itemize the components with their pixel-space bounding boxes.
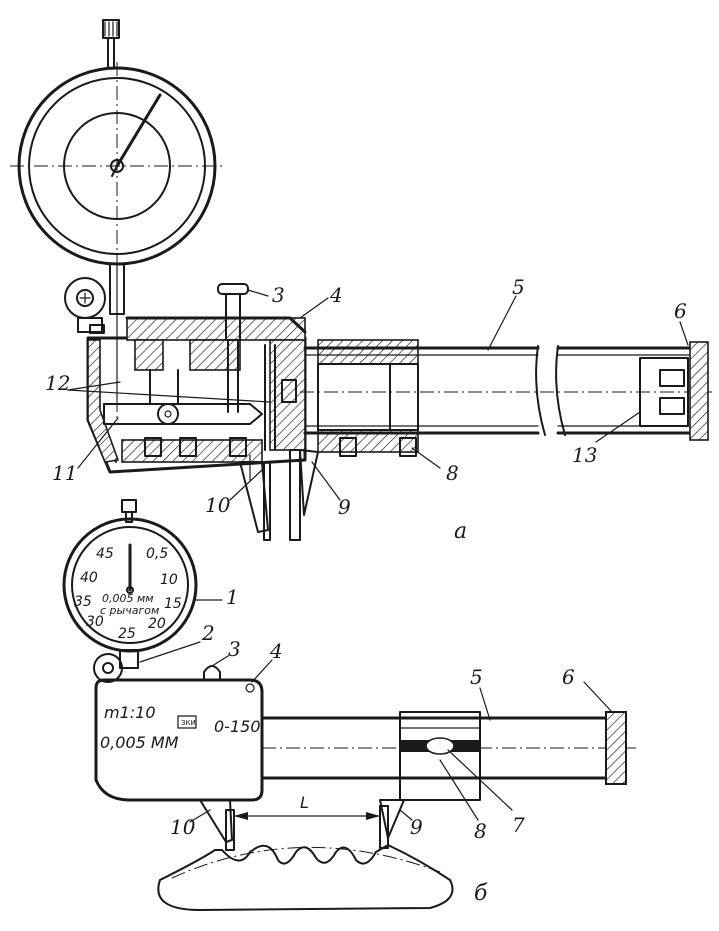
- dial-caption-division: 0,005 мм: [102, 592, 154, 605]
- callout-2-bottom: 2: [201, 621, 215, 645]
- dial-number-10: 10: [160, 572, 178, 588]
- dial-number-35: 35: [74, 594, 92, 610]
- callout-4-top: 4: [329, 283, 343, 307]
- callout-13-top: 13: [572, 443, 597, 467]
- callout-6-top: 6: [674, 299, 687, 323]
- callout-7-bottom: 7: [512, 813, 525, 837]
- dial-number-40: 40: [80, 570, 98, 586]
- callout-9-top: 9: [338, 495, 351, 519]
- dial-number-30: 30: [86, 614, 104, 630]
- dial-number-45: 45: [96, 546, 114, 562]
- measuring-jaws-top: [239, 449, 319, 541]
- callout-8-top: 8: [446, 461, 459, 485]
- jaws-bottom: [199, 799, 405, 851]
- exterior-view-b: 45 0,5 40 10 35 15 30 20 25 0,005 мм с р…: [62, 499, 640, 911]
- dial-caption-lever: с рычагом: [100, 604, 159, 617]
- view-label-a: а: [454, 519, 467, 544]
- callout-1-bottom: 1: [226, 585, 239, 609]
- dial-indicator-top: [10, 19, 225, 420]
- callout-11-top: 11: [52, 461, 77, 485]
- body-text-module: m1:10: [104, 703, 156, 722]
- dial-number-0-5: 0,5: [146, 546, 168, 562]
- body-text-precision: 0,005 ММ: [100, 733, 179, 752]
- leaders-top: [67, 289, 689, 501]
- gear-teeth: [157, 844, 454, 911]
- sectional-view-a: 3 4 5 6 12 11 10 9 8 13 а: [10, 19, 712, 544]
- bar-and-carriage-bottom: [260, 711, 640, 801]
- callout-9-bottom: 9: [410, 815, 423, 839]
- callout-5-bottom: 5: [470, 665, 483, 689]
- dimension-label-l: L: [300, 793, 309, 812]
- callout-10-bottom: 10: [170, 815, 196, 839]
- body-text-range: 0-150: [214, 717, 261, 736]
- housing-section: [86, 283, 307, 474]
- dial-number-25: 25: [118, 626, 136, 642]
- callout-6-bottom: 6: [562, 665, 575, 689]
- callout-3-top: 3: [272, 283, 285, 307]
- maker-logo-text: ЗКИ: [181, 719, 196, 727]
- callout-4-bottom: 4: [269, 639, 283, 663]
- dial-number-20: 20: [148, 616, 166, 632]
- bar-and-carriage-top: [300, 339, 712, 457]
- callout-10-top: 10: [205, 493, 231, 517]
- dial-indicator-bottom: [62, 499, 198, 683]
- caliper-body-bottom: [94, 665, 264, 802]
- dial-number-15: 15: [164, 596, 182, 612]
- callout-8-bottom: 8: [474, 819, 487, 843]
- callout-12-top: 12: [45, 371, 70, 395]
- callout-5-top: 5: [512, 275, 525, 299]
- leaders-bottom: [139, 599, 613, 823]
- view-label-b: б: [474, 881, 488, 906]
- callout-3-bottom: 3: [228, 637, 241, 661]
